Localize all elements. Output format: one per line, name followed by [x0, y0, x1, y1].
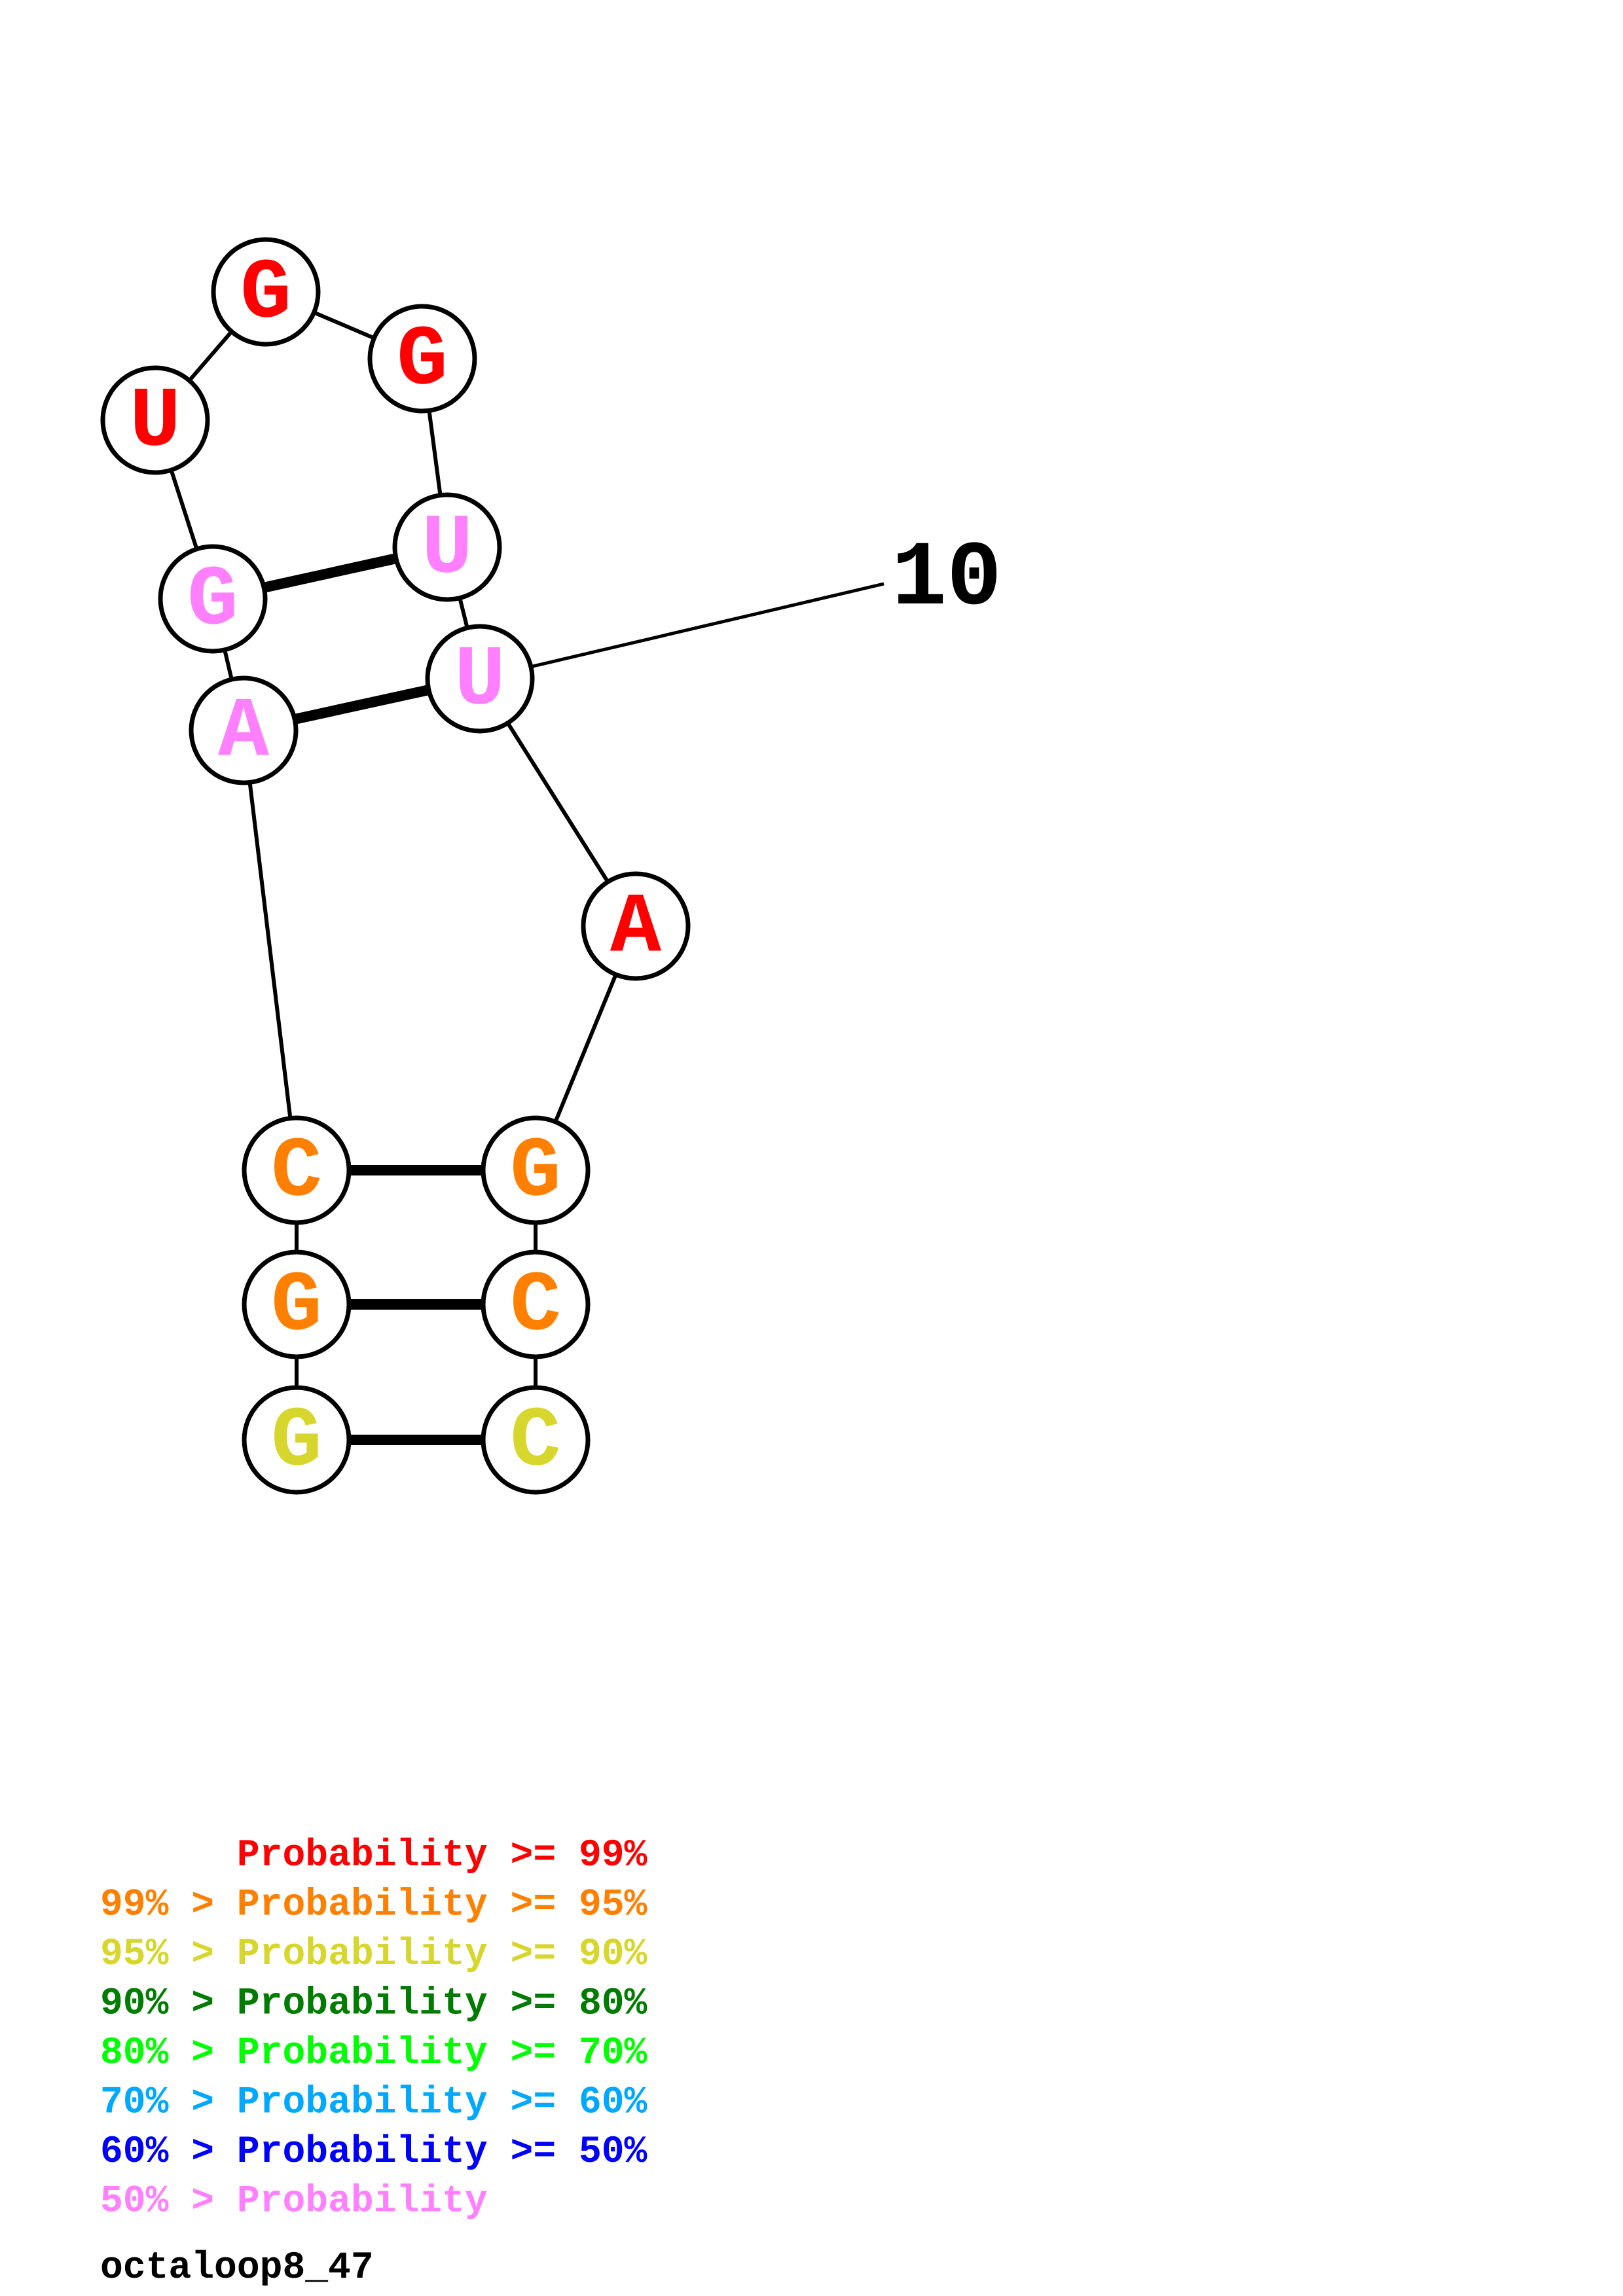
base-node: G — [242, 1385, 352, 1495]
backbone-link — [242, 730, 299, 1171]
base-node: A — [189, 675, 299, 785]
position-label: 10 — [892, 528, 1002, 632]
legend-suffix: >= 50% — [488, 2131, 647, 2174]
base-letter: G — [271, 1395, 322, 1491]
legend-item: 80% > Probability >= 70% — [100, 2032, 647, 2075]
base-circle — [481, 1385, 591, 1495]
legend-suffix: >= 80% — [488, 1983, 647, 2026]
base-node: G — [242, 1249, 352, 1359]
base-circle — [242, 1385, 352, 1495]
base-circle — [158, 544, 268, 654]
base-letter: G — [271, 1259, 322, 1355]
base-letter: C — [510, 1259, 561, 1355]
base-letter: A — [610, 881, 662, 977]
probability-legend: Probability >= 99% 99% > Probability >= 9… — [100, 1835, 647, 2223]
legend-label: Probability — [237, 1884, 488, 1927]
legend-label: Probability — [237, 1933, 488, 1976]
legend-item: 99% > Probability >= 95% — [100, 1884, 647, 1927]
base-letter: U — [454, 634, 505, 730]
legend-prefix: 95% > — [100, 1933, 237, 1976]
base-letter: G — [240, 247, 291, 343]
base-letter: U — [130, 375, 181, 471]
base-node: C — [481, 1249, 591, 1359]
base-node: G — [158, 544, 268, 654]
base-node: C — [481, 1385, 591, 1495]
base-circle — [100, 365, 210, 475]
base-circle — [481, 1115, 591, 1225]
base-node: G — [211, 237, 321, 347]
base-circle — [481, 1249, 591, 1359]
base-letter: A — [218, 685, 270, 781]
legend-label: Probability — [237, 2032, 488, 2075]
position-label-leader — [479, 582, 884, 681]
base-circle — [211, 237, 321, 347]
legend-suffix: >= 95% — [488, 1884, 647, 1927]
legend-item: 70% > Probability >= 60% — [100, 2082, 647, 2125]
base-letter: C — [510, 1395, 561, 1491]
legend-item: 95% > Probability >= 90% — [100, 1933, 647, 1976]
legend-suffix: >= 99% — [488, 1835, 647, 1877]
base-letter: U — [422, 502, 473, 598]
legend-prefix: 90% > — [100, 1983, 237, 2026]
base-letter: G — [187, 554, 238, 650]
legend-item: 60% > Probability >= 50% — [100, 2131, 647, 2174]
base-node: C — [242, 1115, 352, 1225]
base-node: U — [392, 492, 502, 602]
legend-label: Probability — [237, 1835, 488, 1877]
legend-suffix: >= 60% — [488, 2082, 647, 2125]
legend-item: Probability >= 99% — [100, 1835, 647, 1877]
legend-prefix: 60% > — [100, 2131, 237, 2174]
legend-suffix: >= 70% — [488, 2032, 647, 2075]
base-node: U — [425, 624, 535, 734]
legend-label: Probability — [237, 1983, 488, 2026]
base-circle — [392, 492, 502, 602]
base-circle — [425, 624, 535, 734]
base-node: G — [367, 304, 477, 414]
legend-prefix — [100, 1835, 237, 1877]
base-node: A — [581, 871, 691, 981]
base-letter: G — [397, 314, 448, 410]
base-letter: G — [510, 1125, 561, 1221]
legend-item: 90% > Probability >= 80% — [100, 1983, 647, 2026]
base-letter: C — [271, 1125, 322, 1221]
base-circle — [242, 1115, 352, 1225]
base-circle — [367, 304, 477, 414]
legend-label: Probability — [237, 2181, 488, 2223]
legend-label: Probability — [237, 2082, 488, 2125]
structure-title: octaloop8_47 — [100, 2247, 374, 2289]
legend-prefix: 50% > — [100, 2181, 237, 2223]
legend-suffix: >= 90% — [488, 1933, 647, 1976]
base-node: U — [100, 365, 210, 475]
legend-prefix: 80% > — [100, 2032, 237, 2075]
base-circle — [242, 1249, 352, 1359]
legend-prefix: 99% > — [100, 1884, 237, 1927]
base-circle — [581, 871, 691, 981]
legend-prefix: 70% > — [100, 2082, 237, 2125]
base-circle — [189, 675, 299, 785]
legend-label: Probability — [237, 2131, 488, 2174]
base-node: G — [481, 1115, 591, 1225]
legend-item: 50% > Probability — [100, 2181, 488, 2223]
position-label-layer: 10 — [479, 528, 1002, 681]
